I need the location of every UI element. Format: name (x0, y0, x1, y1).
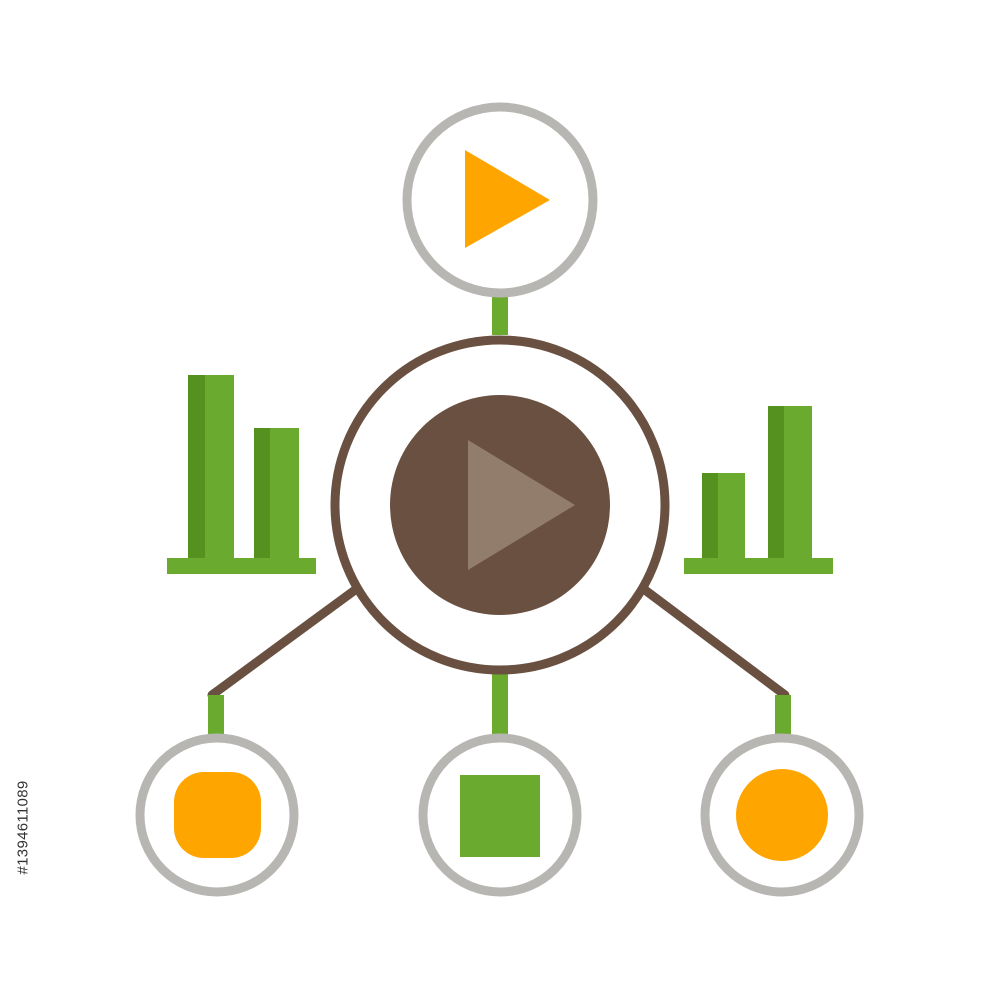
circle-icon (736, 769, 828, 861)
top-connector (492, 297, 508, 335)
bottom-left-connector (208, 695, 224, 737)
play-icon (465, 150, 550, 248)
right-chart-bar-short-shade (702, 473, 718, 560)
bottom-right-connector (775, 695, 791, 737)
left-chart-baseline (167, 558, 316, 574)
top-play-node (402, 102, 598, 298)
bar-chart-icon-right (684, 406, 833, 574)
right-chart-bar-tall-shade (768, 406, 784, 560)
stock-id-label: #1394611089 (8, 755, 38, 900)
bar-chart-icon-left (167, 375, 316, 574)
left-chart-bar-short-shade (254, 428, 270, 560)
left-chart-bar-tall-shade (188, 375, 205, 560)
right-chart-baseline (684, 558, 833, 574)
bottom-center-connector (492, 673, 508, 737)
center-play-node (330, 335, 670, 675)
right-branch-line (640, 585, 790, 700)
bottom-left-node (135, 733, 299, 897)
stock-id-text: #1394611089 (14, 780, 32, 875)
center-play-triangle (468, 440, 575, 570)
square-icon (460, 775, 540, 857)
bottom-center-node (418, 733, 582, 897)
rounded-square-icon (174, 772, 261, 858)
left-branch-line (207, 585, 360, 700)
bottom-right-node (700, 733, 864, 897)
connector-lines (207, 297, 791, 737)
